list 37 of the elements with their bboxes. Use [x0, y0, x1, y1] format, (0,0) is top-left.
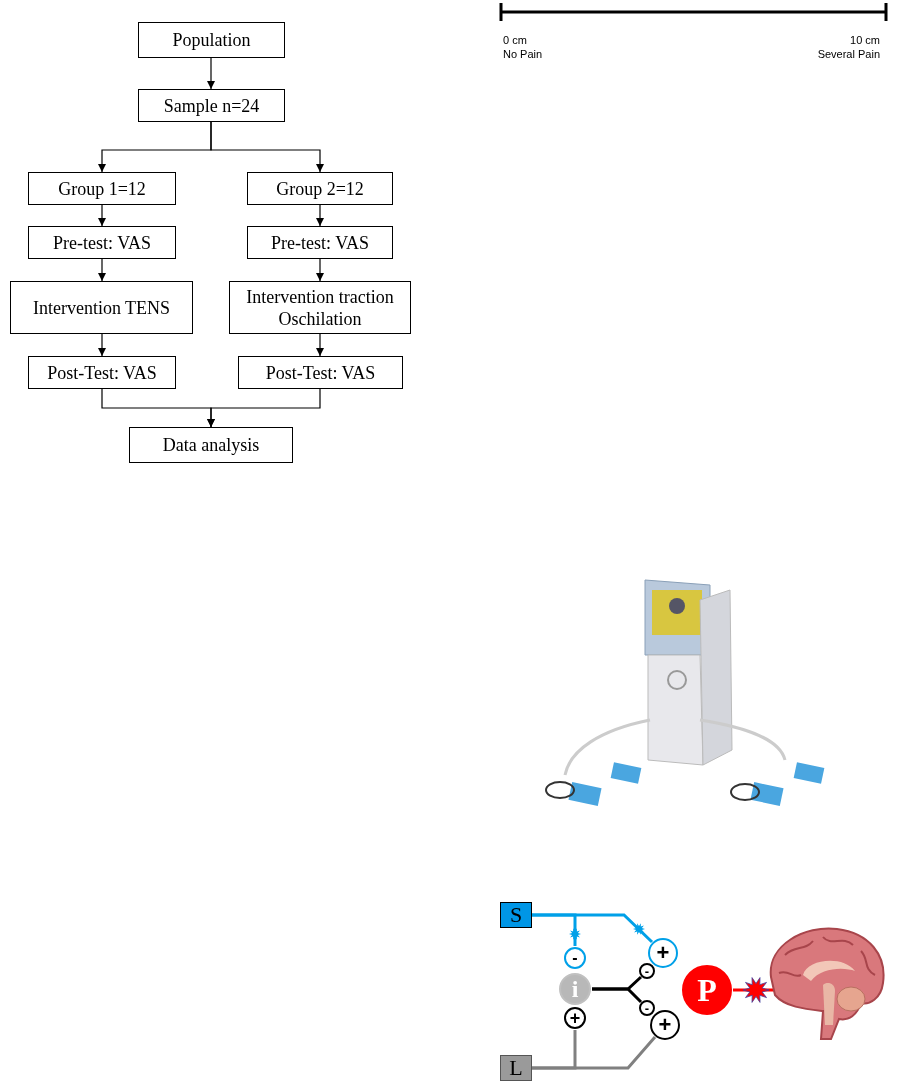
arrow: [98, 204, 106, 227]
scale-label: 0 cm: [503, 34, 527, 47]
process-box: Group 1=12: [28, 172, 176, 205]
process-box: Pre-test: VAS: [247, 226, 393, 259]
nerve-line: [592, 987, 643, 1004]
sign-circle: +: [650, 1010, 680, 1040]
sign-circle: -: [639, 1000, 655, 1016]
arrow: [316, 204, 324, 227]
arrow: [316, 258, 324, 282]
process-box: Pre-test: VAS: [28, 226, 176, 259]
arrow: [98, 258, 106, 282]
process-box: Post-Test: VAS: [28, 356, 176, 389]
scale-label: 10 cm: [850, 34, 880, 47]
arrow: [207, 388, 321, 428]
process-box: Post-Test: VAS: [238, 356, 403, 389]
nerve-line: [532, 1036, 657, 1070]
pain-circle: P: [682, 965, 732, 1015]
label-box: L: [500, 1055, 532, 1081]
process-box: Intervention traction Oschilation: [229, 281, 411, 334]
nerve-line: [532, 913, 654, 944]
scale-label: Several Pain: [817, 48, 880, 61]
interneuron-circle: i: [559, 973, 591, 1005]
process-box: Data analysis: [129, 427, 293, 463]
process-box: Population: [138, 22, 285, 58]
arrow: [207, 57, 215, 90]
sign-circle: -: [639, 963, 655, 979]
process-box: Intervention TENS: [10, 281, 193, 334]
arrow: [210, 121, 324, 173]
arrow: [98, 333, 106, 357]
process-box: Group 2=12: [247, 172, 393, 205]
scale-label: No Pain: [503, 48, 543, 61]
sign-circle: -: [564, 947, 586, 969]
sign-circle: +: [648, 938, 678, 968]
sign-circle: +: [564, 1007, 586, 1029]
arrow: [316, 333, 324, 357]
label-box: S: [500, 902, 532, 928]
process-box: Sample n=24: [138, 89, 285, 122]
